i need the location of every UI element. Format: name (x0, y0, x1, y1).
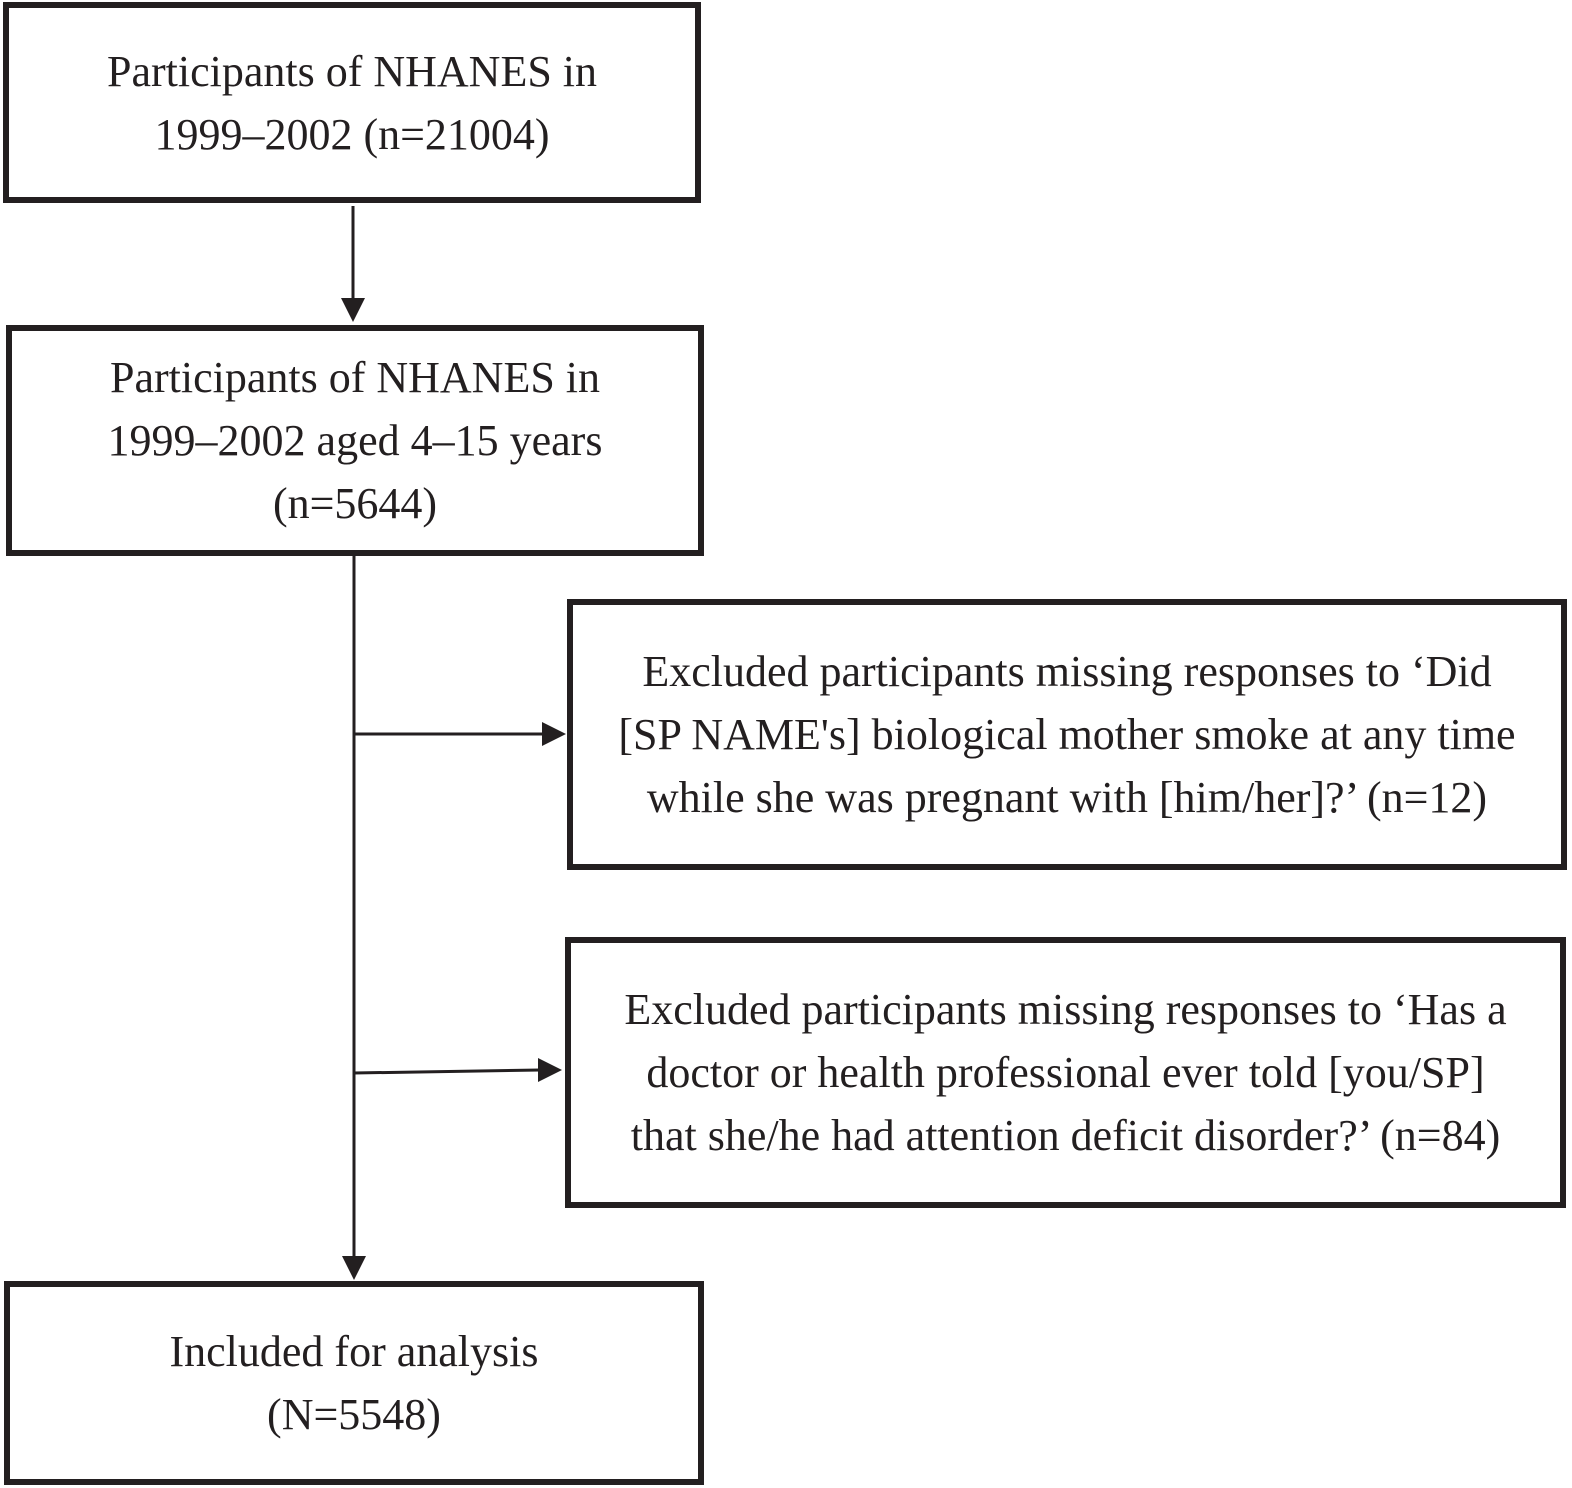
box-text-line: (N=5548) (267, 1390, 441, 1439)
box-participants-total: Participants of NHANES in 1999–2002 (n=2… (3, 2, 701, 203)
box-text-line: Participants of NHANES in (106, 46, 598, 96)
box-excluded-smoking: Excluded participants missing responses … (567, 599, 1567, 870)
arrow-branch-excluded-add (353, 1068, 541, 1075)
arrowhead-aged-to-included (342, 1256, 366, 1280)
box-included: Included for analysis (N=5548) (4, 1281, 704, 1485)
box-excluded-add: Excluded participants missing responses … (565, 937, 1566, 1208)
box-participants-aged: Participants of NHANES in 1999–2002 aged… (6, 325, 704, 556)
box-text-line: [SP NAME's] biological mother smoke at a… (618, 710, 1516, 759)
arrowhead-total-to-aged (341, 298, 365, 322)
box-text-line: doctor or health professional ever told … (646, 1048, 1485, 1097)
box-text-line: Excluded participants missing responses … (642, 647, 1492, 696)
box-text-line: Participants of NHANES in (109, 353, 601, 402)
box-text-line: (n=5644) (272, 479, 438, 528)
arrowhead-excluded-add (538, 1058, 562, 1082)
box-text-line: while she was pregnant with [him/her]?’ … (646, 773, 1488, 822)
box-text-line: 1999–2002 (n=21004) (154, 109, 550, 159)
arrowhead-excluded-smoking (542, 722, 566, 746)
box-text-line: Excluded participants missing responses … (624, 985, 1507, 1034)
box-text-line: that she/he had attention deficit disord… (630, 1111, 1501, 1160)
box-text-line: 1999–2002 aged 4–15 years (107, 416, 603, 465)
box-text-line: Included for analysis (169, 1327, 539, 1376)
